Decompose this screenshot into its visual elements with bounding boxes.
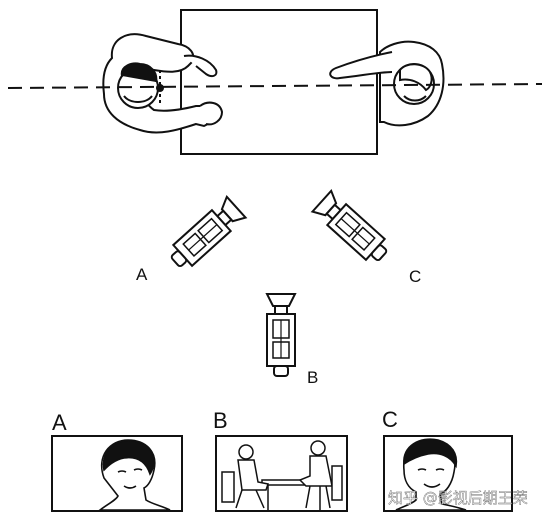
camera-c-icon	[311, 189, 394, 268]
camera-a-icon	[164, 195, 247, 274]
panel-a-closeup-shot	[51, 435, 183, 512]
watermark-text: 知乎 @影视后期王荣	[388, 489, 528, 507]
panel-b-label: B	[213, 408, 228, 433]
panel-c-closeup-shot	[383, 435, 513, 512]
camera-c-label: C	[409, 267, 421, 286]
left-actor-figure	[102, 33, 224, 134]
camera-b-icon	[266, 293, 296, 377]
table-top-view	[180, 9, 378, 155]
camera-a-label: A	[136, 265, 148, 284]
axis-of-action-line	[7, 83, 543, 89]
panel-b-two-shot	[215, 435, 348, 512]
panel-c-label: C	[382, 407, 398, 432]
camera-b-label: B	[307, 368, 318, 387]
panel-a-label: A	[52, 410, 67, 435]
